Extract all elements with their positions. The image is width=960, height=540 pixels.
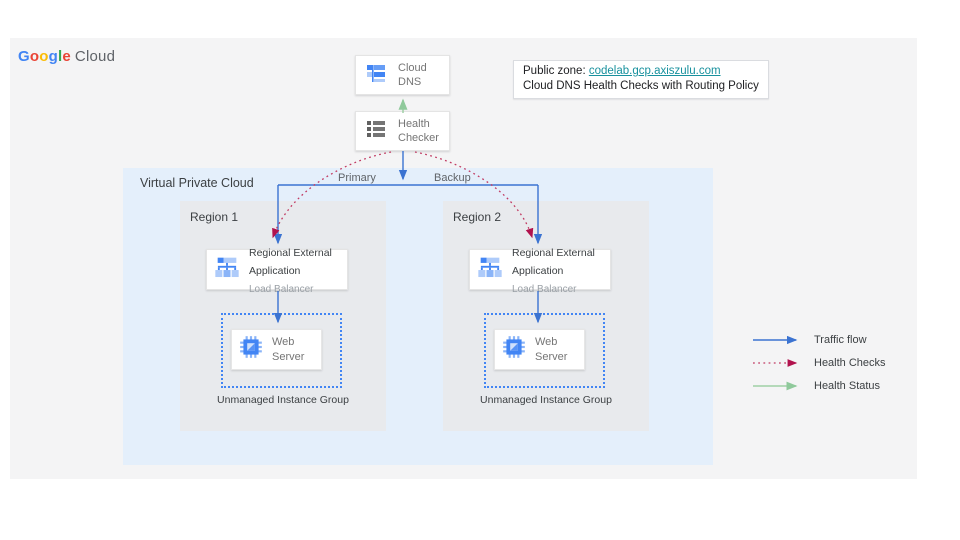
legend: Traffic flow Health Checks Health Status: [752, 330, 886, 399]
load-balancer-icon: [213, 253, 241, 286]
cloud-dns-icon: [364, 61, 388, 90]
lb-title: Regional External Application: [249, 246, 332, 277]
legend-health-status: Health Status: [752, 376, 886, 396]
logo-letter: o: [29, 48, 40, 65]
public-zone-link[interactable]: codelab.gcp.axiszulu.com: [588, 65, 721, 77]
region-2-group-label: Unmanaged Instance Group: [480, 394, 612, 406]
lb-title: Regional External Application: [512, 246, 595, 277]
region-1: Region 1 Region: [180, 201, 386, 431]
logo-letter: g: [48, 48, 58, 65]
health-checker-icon: [364, 117, 388, 146]
lb-subtitle: Load Balancer: [512, 283, 577, 295]
primary-edge-label: Primary: [338, 172, 376, 184]
compute-engine-icon: [501, 334, 527, 365]
legend-label: Traffic flow: [814, 334, 867, 346]
region-1-web-server-node: Web Server: [231, 329, 322, 370]
load-balancer-icon: [476, 253, 504, 286]
vpc-container: Virtual Private Cloud Region 1: [123, 168, 713, 465]
traffic-flow-sample-line: [753, 335, 798, 345]
legend-label: Health Checks: [814, 357, 886, 369]
legend-label: Health Status: [814, 380, 881, 392]
legend-traffic-flow: Traffic flow: [752, 330, 886, 350]
public-zone-annotation: Public zone: codelab.gcp.axiszulu.com Cl…: [513, 60, 769, 99]
health-status-sample-line: [753, 381, 798, 391]
region-1-instance-group: Web Server: [221, 313, 342, 388]
public-zone-line1: Public zone: codelab.gcp.axiszulu.com: [523, 64, 759, 79]
region-2-web-server-node: Web Server: [494, 329, 585, 370]
region-2-instance-group: Web Server: [484, 313, 605, 388]
logo-letter: G: [18, 48, 30, 65]
backup-edge-label: Backup: [434, 172, 471, 184]
cloud-dns-label: Cloud DNS: [398, 61, 427, 88]
health-checks-sample-line: [753, 359, 798, 367]
health-checker-node: Health Checker: [355, 111, 450, 151]
logo-cloud-text: Cloud: [74, 48, 116, 65]
web-server-label: Web Server: [272, 336, 305, 363]
logo-letter: e: [62, 48, 71, 65]
compute-engine-icon: [238, 334, 264, 365]
public-zone-prefix: Public zone:: [523, 65, 589, 77]
logo-letter: l: [58, 48, 63, 65]
lb-subtitle: Load Balancer: [249, 283, 314, 295]
web-server-label: Web Server: [535, 336, 568, 363]
cloud-dns-node: Cloud DNS: [355, 55, 450, 95]
legend-health-checks: Health Checks: [752, 353, 886, 373]
public-zone-line2: Cloud DNS Health Checks with Routing Pol…: [523, 80, 759, 92]
region-2: Region 2 Region: [443, 201, 649, 431]
vpc-label: Virtual Private Cloud: [140, 176, 254, 190]
health-checker-label: Health Checker: [398, 117, 439, 144]
logo-letter: o: [39, 48, 49, 65]
region-1-group-label: Unmanaged Instance Group: [217, 394, 349, 406]
region-1-label: Region 1: [190, 210, 239, 224]
region-2-label: Region 2: [453, 210, 502, 224]
